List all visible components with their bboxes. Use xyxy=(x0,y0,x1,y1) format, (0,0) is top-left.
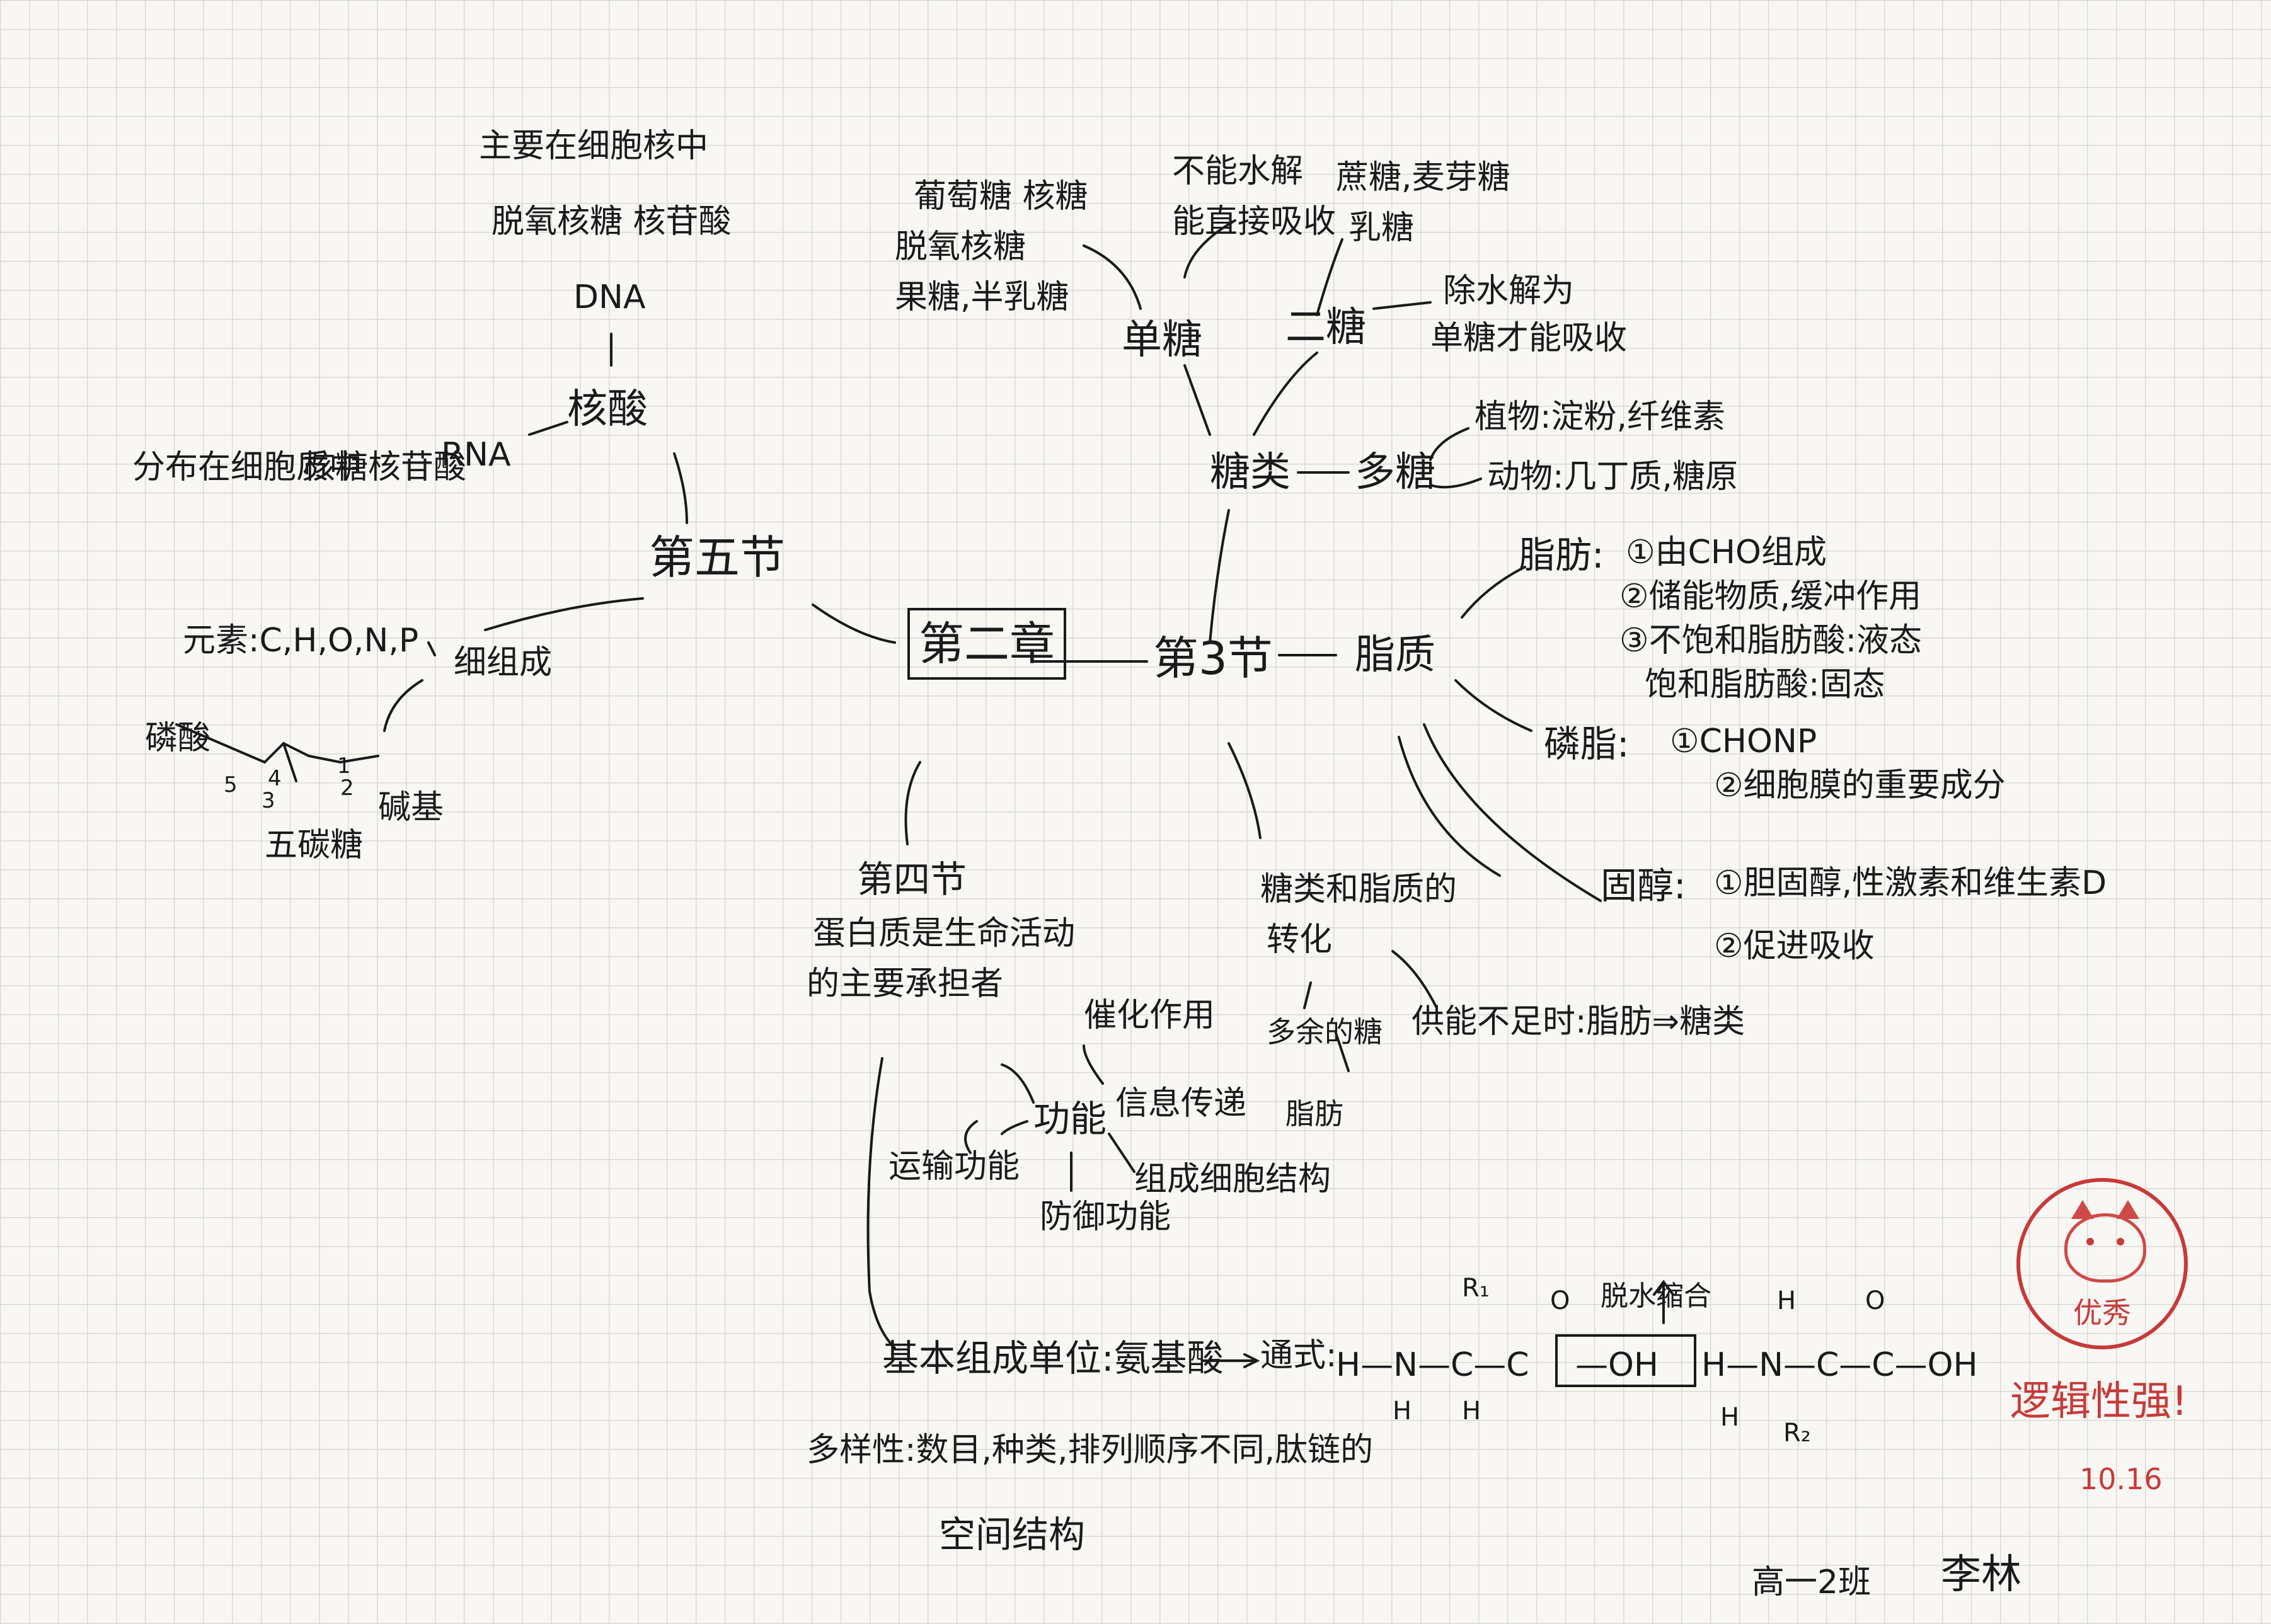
sterol-label: 固醇: xyxy=(1601,864,1686,907)
section-4-title: 第四节 xyxy=(857,858,967,901)
lipids-node: 脂质 xyxy=(1355,632,1435,678)
formula-r2: R₂ xyxy=(1783,1419,1811,1448)
disaccharide-node: 二糖 xyxy=(1285,304,1366,351)
carbon-number-5: 5 xyxy=(224,772,238,798)
mono-example-1: 葡萄糖 核糖 xyxy=(914,178,1088,215)
base-label: 碱基 xyxy=(378,789,444,826)
fat-point-2: ②储能物质,缓冲作用 xyxy=(1619,578,1922,615)
function-node: 功能 xyxy=(1033,1097,1107,1140)
formula-h-lower: H xyxy=(1720,1403,1740,1432)
info-transfer-text: 信息传递 xyxy=(1115,1085,1247,1123)
di-example-2: 乳糖 xyxy=(1348,209,1415,247)
pentose-label: 五碳糖 xyxy=(265,826,364,864)
excellent-stamp: 优秀 xyxy=(2016,1178,2188,1349)
conversion-fat: 脂肪 xyxy=(1285,1097,1343,1131)
di-note-1: 除水解为 xyxy=(1443,272,1575,310)
transport-text: 运输功能 xyxy=(888,1148,1020,1186)
center-chapter-title: 第二章 xyxy=(907,608,1067,680)
carbon-number-2: 2 xyxy=(340,775,354,801)
formula-label: 通式: xyxy=(1260,1337,1337,1375)
poly-animal: 动物:几丁质,糖原 xyxy=(1487,458,1739,496)
rna-location: 分布在细胞质中 xyxy=(132,449,362,486)
conversion-sugar: 多余的糖 xyxy=(1267,1015,1383,1049)
cat-face-icon xyxy=(2064,1200,2146,1283)
mono-example-3: 果糖,半乳糖 xyxy=(895,278,1069,316)
cat-eye-icon xyxy=(2117,1238,2124,1245)
monosaccharide-node: 单糖 xyxy=(1122,317,1202,363)
di-note-2: 单糖才能吸收 xyxy=(1430,319,1628,357)
mono-note-2: 能直接吸收 xyxy=(1172,203,1337,241)
conversion-title-2: 转化 xyxy=(1267,921,1333,959)
sterol-point-2: ②促进吸收 xyxy=(1714,927,1875,965)
fat-point-1: ①由CHO组成 xyxy=(1626,534,1827,571)
nucleic-acid-node: 核酸 xyxy=(567,386,648,433)
phospholipid-label: 磷脂: xyxy=(1544,723,1630,765)
section-3-title: 第3节 xyxy=(1153,632,1273,685)
spatial-structure-text: 空间结构 xyxy=(939,1513,1086,1556)
poly-plant: 植物:淀粉,纤维素 xyxy=(1475,398,1726,436)
mono-example-2: 脱氧核糖 xyxy=(895,228,1026,266)
sugars-node: 糖类 xyxy=(1210,449,1291,496)
di-example-1: 蔗糖,麦芽糖 xyxy=(1336,159,1510,197)
fat-point-4: 饱和脂肪酸:固态 xyxy=(1645,666,1885,704)
rna-components: 核糖核苷酸 xyxy=(302,449,467,486)
formula-h-mid: H xyxy=(1462,1397,1481,1426)
stamp-text: 优秀 xyxy=(2073,1296,2131,1330)
student-name: 李林 xyxy=(1941,1552,2021,1598)
fat-point-3: ③不饱和脂肪酸:液态 xyxy=(1619,622,1923,660)
basic-unit-text: 基本组成单位:氨基酸 xyxy=(882,1337,1224,1380)
conversion-title-1: 糖类和脂质的 xyxy=(1260,871,1457,908)
dehydration-label: 脱水缩合 xyxy=(1601,1280,1711,1312)
carbon-number-1: 1 xyxy=(337,753,351,779)
section-4-subtitle-2: 的主要承担者 xyxy=(807,965,1004,1003)
class-label: 高一2班 xyxy=(1752,1564,1871,1601)
structural-text: 组成细胞结构 xyxy=(1134,1160,1331,1198)
polysaccharide-node: 多糖 xyxy=(1355,449,1435,496)
teacher-comment: 逻辑性强! xyxy=(2010,1378,2188,1425)
structure-label: 细组成 xyxy=(454,644,553,682)
phospholipid-point-2: ②细胞膜的重要成分 xyxy=(1714,767,2006,804)
dna-components: 脱氧核糖 核苷酸 xyxy=(492,203,732,241)
diversity-text: 多样性:数目,种类,排列顺序不同,肽链的 xyxy=(807,1431,1374,1469)
formula-o-right: O xyxy=(1865,1286,1885,1315)
catalysis-text: 催化作用 xyxy=(1084,997,1216,1034)
formula-oh: —OH xyxy=(1575,1346,1659,1384)
dna-location: 主要在细胞核中 xyxy=(479,127,709,165)
comment-date: 10.16 xyxy=(2079,1462,2163,1496)
dna-label: DNA xyxy=(573,278,646,316)
formula-o-left: O xyxy=(1550,1286,1570,1315)
formula-r1: R₁ xyxy=(1462,1274,1490,1303)
fat-label: 脂肪: xyxy=(1519,534,1604,576)
phosphate-label: 磷酸 xyxy=(145,719,211,757)
formula-right: H—N—C—C—OH xyxy=(1701,1346,1978,1384)
carbon-number-3: 3 xyxy=(262,788,275,813)
phospholipid-point-1: ①CHONP xyxy=(1670,723,1817,760)
section-4-subtitle-1: 蛋白质是生命活动 xyxy=(813,915,1076,952)
formula-left: H—N—C—C xyxy=(1336,1346,1529,1384)
conversion-insufficient: 供能不足时:脂肪⇒糖类 xyxy=(1411,1003,1745,1041)
carbon-number-4: 4 xyxy=(268,766,282,791)
formula-h-bottom: H xyxy=(1393,1397,1412,1426)
formula-h-top: H xyxy=(1777,1286,1797,1315)
cat-eye-icon xyxy=(2086,1238,2094,1245)
elements-text: 元素:C,H,O,N,P xyxy=(183,622,419,660)
immunity-text: 防御功能 xyxy=(1040,1198,1171,1236)
rna-label: RNA xyxy=(441,436,511,474)
mono-note-1: 不能水解 xyxy=(1172,152,1304,190)
sterol-point-1: ①胆固醇,性激素和维生素D xyxy=(1714,864,2107,902)
section-5-title: 第五节 xyxy=(649,531,786,584)
